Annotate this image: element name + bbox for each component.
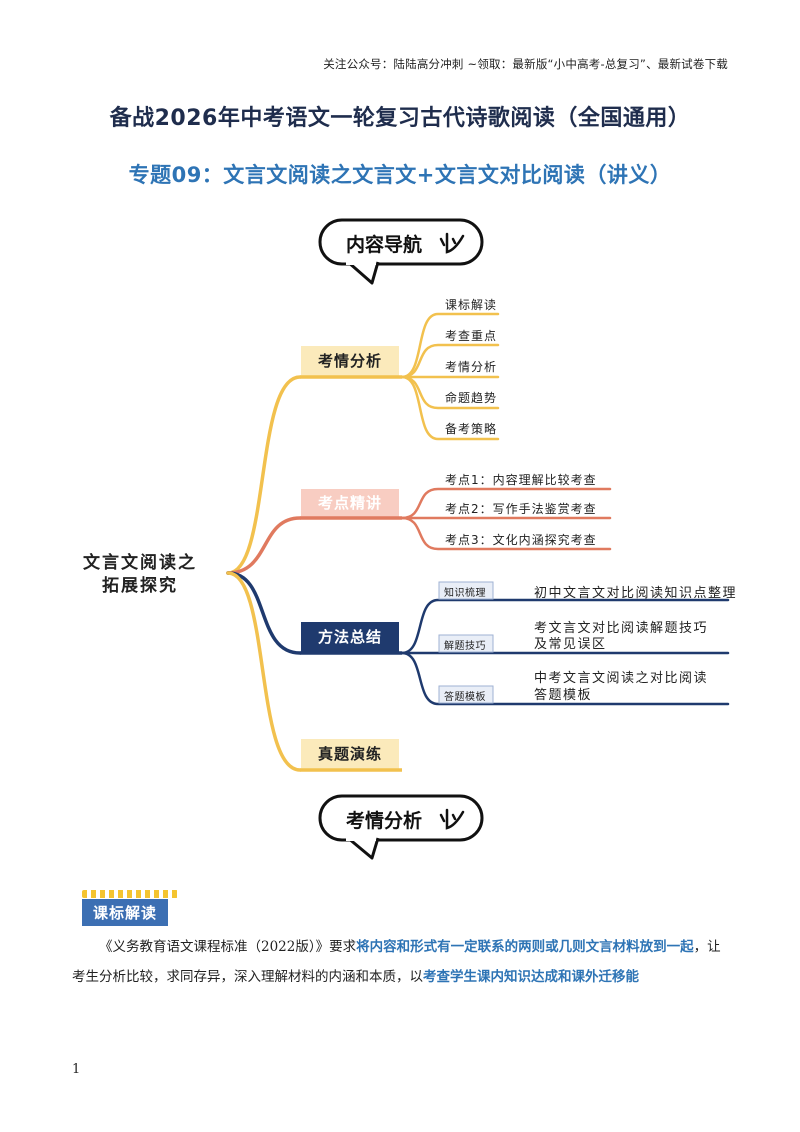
branch-item: 初中文言文对比阅读知识点整理 [534,586,738,601]
mindmap-root-line: 文言文阅读之 [83,553,197,573]
branch-item: 中考文言文阅读之对比阅读 [534,671,709,686]
paragraph-text: 《义务教育语文课程标准（2022版）》要求 [99,939,357,955]
page-title: 备战2026年中考语文一轮复习古代诗歌阅读（全国通用） [109,106,691,131]
branch-item: 考查重点 [445,329,498,343]
header-note: 关注公众号：陆陆高分冲刺 ~领取：最新版“小中高考-总复习”、最新试卷下载 [323,57,728,71]
branch-item: 考文言文对比阅读解题技巧 [534,621,709,636]
nav-bubble-label: 内容导航 [346,234,423,256]
branch-label: 真题演练 [318,745,383,763]
pen-doodle-icon [439,232,465,254]
paragraph-highlight: 将内容和形式有一定联系的两则或几则文言材料放到一起 [356,939,694,955]
branch-item-tag: 答题模板 [444,692,486,703]
branch-label: 方法总结 [318,628,383,646]
body-paragraph: 《义务教育语文课程标准（2022版）》要求将内容和形式有一定联系的两则或几则文言… [72,932,728,992]
branch-label: 考情分析 [318,352,383,370]
branch-item: 考点3：文化内涵探究考查 [445,533,597,547]
page-number: 1 [72,1062,81,1077]
branch-item: 课标解读 [445,298,498,312]
section-tag-label: 课标解读 [82,899,169,926]
section-tag: 课标解读 [82,890,178,926]
branch-item: 答题模板 [534,688,593,703]
branch-item-tag: 知识梳理 [444,588,486,599]
paragraph-highlight: 考查学生课内知识达成和课外迁移能 [423,969,639,985]
page-subtitle: 专题09：文言文阅读之文言文+文言文对比阅读（讲义） [128,163,672,187]
branch-item: 考点2：写作手法鉴赏考查 [445,502,597,516]
branch-item: 备考策略 [445,422,498,436]
branch-item: 及常见误区 [534,637,607,652]
branch-item: 考点1：内容理解比较考查 [445,473,597,487]
pen-doodle-icon [439,808,465,830]
branch-label: 考点精讲 [318,494,383,512]
paragraph-text: ，让考生分析比较，求同存异，深入理解材料的内涵和本质，以 [72,939,721,985]
branch-item: 命题趋势 [445,391,498,405]
mindmap-root-line: 拓展探究 [102,576,178,596]
section-bubble-label: 考情分析 [346,810,423,832]
branch-item: 考情分析 [445,360,498,374]
mindmap-root: 文言文阅读之 拓展探究 [70,552,210,598]
tag-dots [82,890,178,898]
branch-item-tag: 解题技巧 [444,641,486,652]
